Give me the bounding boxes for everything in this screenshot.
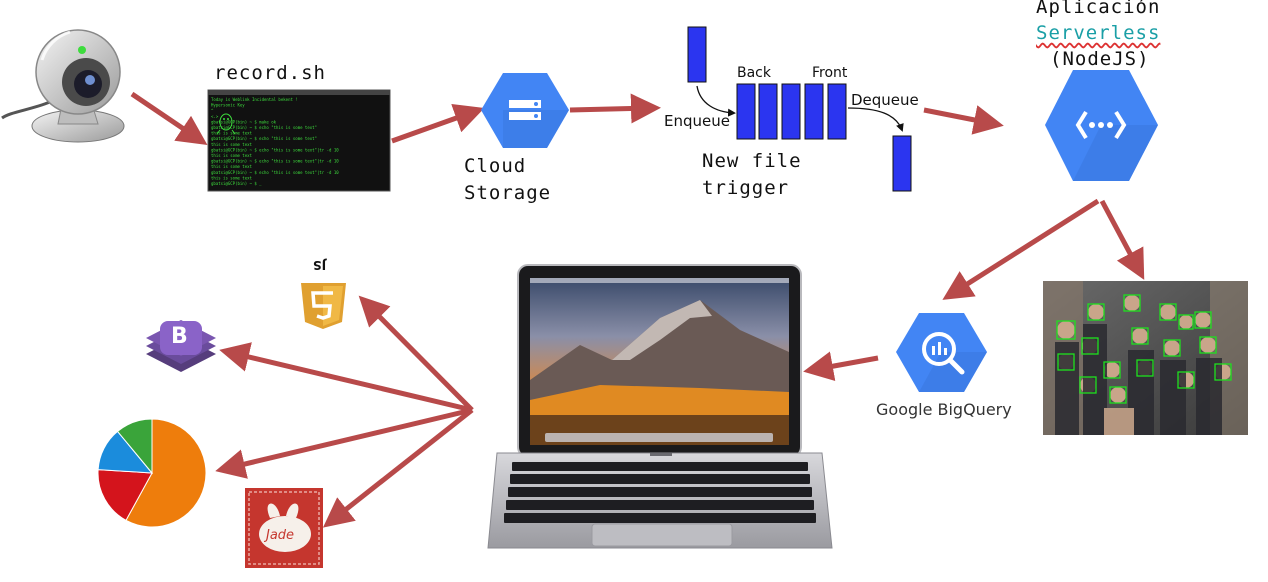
arrow-bigquery-to-laptop (803, 351, 879, 382)
terminal-line: this is some text (211, 164, 253, 169)
queue-front-label: Front (812, 65, 848, 81)
trigger-label-line1: New file (702, 150, 802, 172)
bootstrap-icon (146, 320, 216, 372)
cloud-storage-label-line2: Storage (464, 182, 552, 204)
webcam-icon (1, 29, 125, 143)
terminal-line: Today is Weblink Incidental bekent ! (211, 97, 298, 102)
terminal-line: gbatsi@GCP(bin) ~ $ make ok (211, 119, 277, 124)
terminal-line: Hypersonic Key (211, 103, 245, 108)
arrow-functions-to-photo (1099, 199, 1145, 280)
queue-enqueue-label: Enqueue (664, 112, 730, 130)
cloud-storage-icon (481, 73, 569, 148)
arrow-laptop-to-jade (322, 408, 474, 528)
queue-dequeue-label: Dequeue (851, 91, 919, 109)
laptop-dock (545, 433, 773, 442)
cloud-functions-icon (1045, 70, 1158, 181)
js-badge-label: JS (313, 258, 327, 272)
incoming-item (687, 26, 707, 83)
jade-icon (245, 488, 323, 568)
app-label-line3: (NodeJS) (1050, 48, 1150, 70)
laptop-trackpad (591, 523, 733, 547)
queue-slots (736, 83, 847, 140)
jade-label: Jade (266, 528, 295, 543)
terminal-line: ^ (211, 108, 214, 113)
record-script-label: record.sh (214, 62, 326, 84)
face-boxes (1056, 294, 1232, 404)
arrow-functions-to-bigquery (942, 198, 1100, 300)
crowd-bodies (1055, 324, 1222, 435)
terminal-output: Today is Weblink Incidental bekent !Hype… (211, 97, 339, 186)
app-label-line2: Serverless (1036, 22, 1161, 44)
terminal-line: this is some text (211, 175, 253, 180)
laptop-keyboard (504, 462, 816, 523)
arrow-laptop-to-js (358, 295, 474, 412)
outgoing-item (892, 135, 912, 192)
app-label-line1: Aplicación (1036, 0, 1161, 18)
terminal-line: gbatsi@GCP(bin) ~ $ echo "this is some t… (211, 147, 339, 152)
pie-slice-2 (97, 469, 153, 522)
bootstrap-letter: B (171, 324, 188, 349)
pie-slice-4 (116, 418, 153, 475)
arrow-storage-to-queue (569, 93, 661, 124)
terminal-line: this is some text (211, 142, 253, 147)
cloud-storage-label-line1: Cloud (464, 155, 527, 177)
bigquery-icon (896, 313, 987, 392)
terminal-line: gbatsi@GCP(bin) ~ $ echo "this is some t… (211, 125, 317, 130)
terminal-line: <.> (211, 114, 219, 119)
trigger-label-line2: trigger (702, 177, 790, 199)
arrow-laptop-to-pie (215, 407, 473, 479)
pie-slice-1 (125, 418, 207, 528)
queue-diagram (687, 26, 912, 192)
arrow-laptop-to-bootstrap (219, 342, 473, 413)
js-html5-icon (301, 283, 346, 329)
terminal-line: gbatsi@GCP(bin) ~ $ echo "this is some t… (211, 159, 339, 164)
terminal-window: Today is Weblink Incidental bekent !Hype… (207, 89, 391, 192)
terminal-line: gbatsi@GCP(bin) ~ $ echo "this is some t… (211, 136, 317, 141)
arrow-queue-to-functions (923, 105, 1004, 135)
face-detection-photo (1043, 281, 1248, 435)
terminal-line: this is some text (211, 153, 253, 158)
terminal-line: this is some text (211, 131, 253, 136)
queue-back-label: Back (737, 65, 771, 81)
terminal-line: gbatsi@GCP(bin) ~ $ _ (211, 181, 262, 186)
flow-arrows (130, 91, 1145, 528)
macbook-laptop (487, 264, 833, 549)
arrow-webcam-to-terminal (130, 91, 208, 146)
arrow-terminal-to-storage (391, 103, 485, 144)
terminal-penguin-icon (216, 113, 236, 135)
terminal-line: gbatsi@GCP(bin) ~ $ echo "this is some t… (211, 170, 339, 175)
pie-chart-icon (97, 418, 207, 528)
bigquery-label: Google BigQuery (876, 400, 1012, 419)
